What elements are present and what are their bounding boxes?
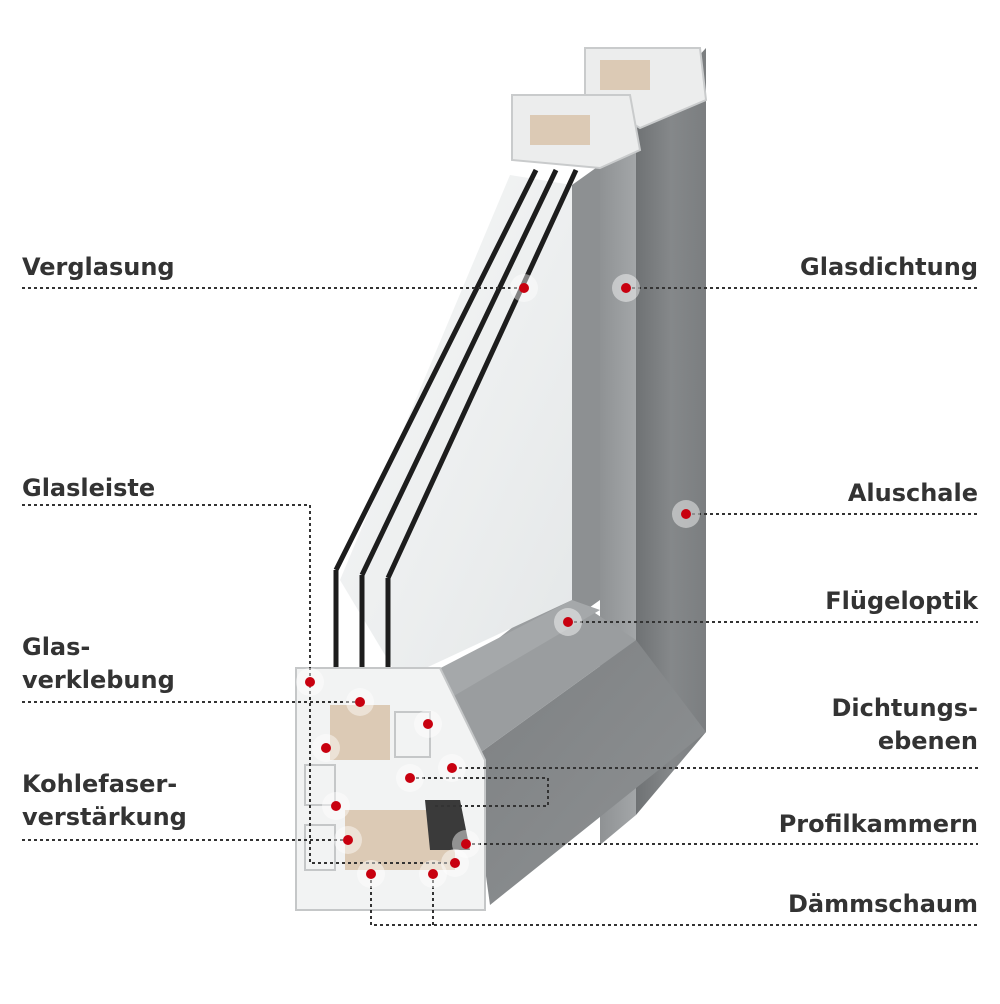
label-dichtungsebenen-line-1: Dichtungs- [831,694,978,722]
markers [296,274,700,888]
bottom-chamber-1 [304,764,336,806]
label-kohlefaser-line-1: Kohlefaser- [22,770,178,798]
label-kohlefaser: Kohlefaser- verstärkung [22,768,187,834]
marker-verglasung[interactable] [510,274,538,302]
label-glasverklebung: Glas- verklebung [22,631,175,697]
label-verglasung: Verglasung [22,251,175,284]
alu-frame-bottom [470,640,706,905]
label-daemmschaum-text: Dämmschaum [787,890,978,918]
label-fluegeloptik-text: Flügeloptik [825,587,978,615]
marker-aluschale[interactable] [672,500,700,528]
leader-daemmschaum [370,874,978,926]
label-fluegeloptik: Flügeloptik [825,585,978,618]
top-foam-outer [600,60,650,90]
label-dichtungsebenen: Dichtungs- ebenen [831,692,978,758]
bottom-seal-dark [425,800,470,850]
alu-frame-right [636,48,706,815]
bottom-chamber-2 [394,711,431,758]
label-verglasung-text: Verglasung [22,253,175,281]
marker-kohlefaser-3[interactable] [334,826,362,854]
marker-glasleiste[interactable] [296,668,324,696]
marker-glasdichtung[interactable] [612,274,640,302]
label-glasverklebung-line-1: Glas- [22,633,91,661]
marker-profilkammern[interactable] [452,830,480,858]
label-daemmschaum: Dämmschaum [788,888,978,921]
label-glasdichtung: Glasdichtung [800,251,978,284]
label-glasleiste-text: Glasleiste [22,474,156,502]
marker-kohlefaser-2[interactable] [322,792,350,820]
alu-frame-bottom-top [420,590,636,760]
label-kohlefaser-line-2: verstärkung [22,803,187,831]
label-profilkammern-text: Profilkammern [778,810,978,838]
label-glasverklebung-line-2: verklebung [22,666,175,694]
marker-glasleiste-2[interactable] [441,849,469,877]
marker-dichtung-1[interactable] [414,710,442,738]
leader-lines [22,287,978,926]
label-aluschale-text: Aluschale [847,479,978,507]
glass-line-2 [359,168,559,577]
marker-dichtung-3[interactable] [438,754,466,782]
marker-fluegeloptik[interactable] [554,608,582,636]
marker-glasverklebung[interactable] [346,688,374,716]
glass-line-1 [333,168,539,572]
marker-dichtung-2[interactable] [396,764,424,792]
label-glasleiste: Glasleiste [22,472,155,505]
label-dichtungsebenen-line-2: ebenen [877,727,978,755]
label-aluschale: Aluschale [848,477,978,510]
bottom-chamber-3 [304,824,336,871]
glass-line-3 [385,168,579,580]
marker-daemmschaum-2[interactable] [419,860,447,888]
marker-kohlefaser-1[interactable] [312,734,340,762]
sash-frame-bottom [398,600,600,710]
top-foam-inner [530,115,590,145]
sash-frame-right [572,165,600,620]
label-glasdichtung-text: Glasdichtung [800,253,978,281]
marker-daemmschaum-1[interactable] [357,860,385,888]
bottom-foam-upper [330,705,390,760]
leader-dichtungsebenen-box [410,777,549,807]
label-profilkammern: Profilkammern [779,808,978,841]
leader-glasleiste [22,504,455,864]
